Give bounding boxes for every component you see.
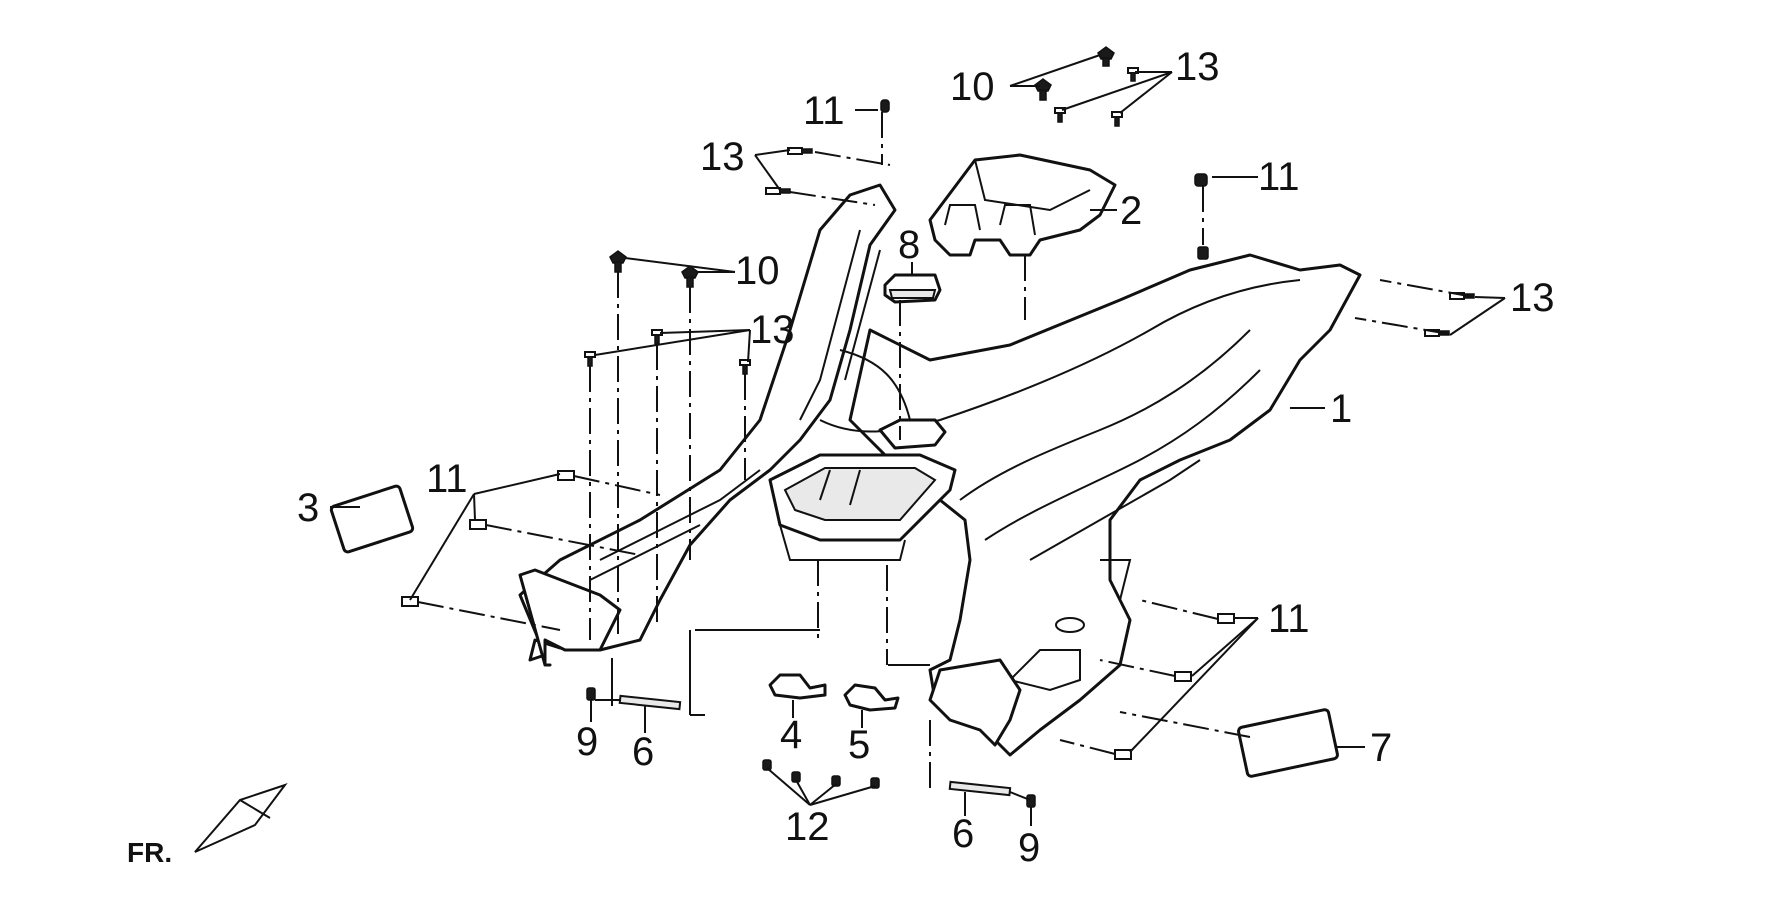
callout-13-upper-left: 13	[700, 135, 745, 179]
callout-11-lower-right: 11	[1268, 597, 1310, 641]
center-box	[768, 418, 957, 561]
callout-2: 2	[1120, 189, 1142, 233]
front-direction-arrow: FR.	[127, 783, 288, 868]
callout-3: 3	[297, 486, 319, 530]
cover-plate-part-7	[1237, 708, 1339, 778]
callout-11-top: 11	[803, 89, 845, 133]
callout-10-left: 10	[735, 249, 780, 293]
callout-10-top: 10	[950, 65, 995, 109]
top-cover-part-2	[928, 153, 1117, 257]
callout-1: 1	[1330, 387, 1352, 431]
floor-panel-right-end	[928, 658, 1022, 747]
callout-9-left: 9	[576, 720, 598, 764]
clip-part-4	[768, 673, 827, 700]
callout-6-left: 6	[632, 730, 654, 774]
callout-13-right: 13	[1510, 276, 1555, 320]
callout-13-top: 13	[1175, 45, 1220, 89]
floor-panel-assembly	[518, 183, 1362, 757]
part-callouts: 1 2 3 4 5 6 6 7 8 9 9 10 10 11 11 11 11 …	[297, 45, 1555, 870]
pin-fasteners-9	[586, 687, 1036, 808]
callout-8: 8	[898, 223, 920, 267]
rod-part-6-right	[948, 780, 1012, 797]
clip-nut-fasteners-11	[401, 99, 1235, 760]
floor-panel-left-end	[518, 568, 622, 667]
callout-5: 5	[848, 723, 870, 767]
bracket-part-8	[883, 273, 942, 304]
screw-fasteners-12	[762, 759, 880, 789]
callout-12: 12	[785, 805, 830, 849]
callout-11-left: 11	[426, 457, 468, 501]
callout-9-right: 9	[1018, 826, 1040, 870]
callout-4: 4	[780, 713, 802, 757]
callout-6-right: 6	[952, 812, 974, 856]
leader-lines	[330, 54, 1506, 826]
bolt-fasteners-10	[609, 46, 1115, 288]
cover-plate-part-3	[329, 484, 415, 554]
callout-7: 7	[1370, 726, 1392, 770]
rod-part-6-left	[618, 694, 682, 711]
callout-13-left: 13	[750, 308, 795, 352]
floor-panel-right-body	[848, 253, 1362, 757]
clip-part-5	[843, 683, 900, 712]
front-direction-label: FR.	[127, 837, 172, 868]
callout-11-right: 11	[1258, 155, 1300, 199]
